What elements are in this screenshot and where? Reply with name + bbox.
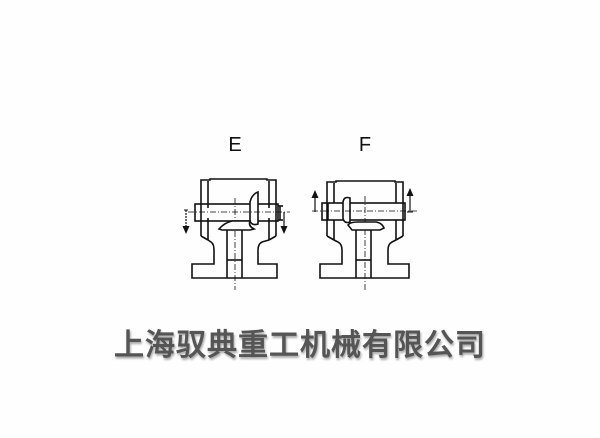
figure-f: F bbox=[300, 130, 430, 290]
pin-assembly-f-drawing bbox=[311, 180, 418, 290]
pin-assembly-e-drawing bbox=[182, 178, 290, 290]
company-name-caption: 上海驭典重工机械有限公司 bbox=[114, 328, 486, 363]
figure-f-label: F bbox=[358, 134, 372, 156]
figure-e-label: E bbox=[228, 134, 242, 156]
figure-e: E bbox=[170, 130, 300, 290]
